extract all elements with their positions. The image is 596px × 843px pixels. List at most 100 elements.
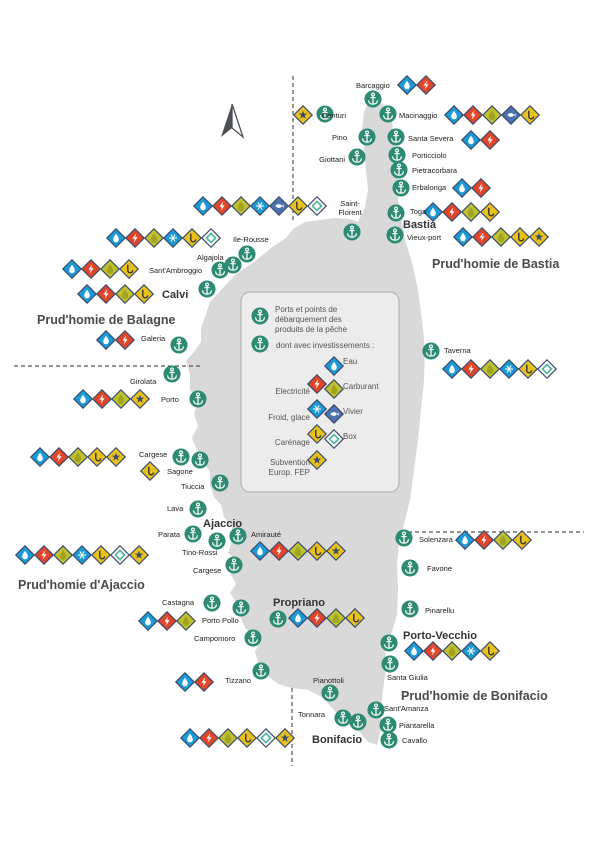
diamond-eau: [249, 540, 271, 562]
anchor-icon: [232, 599, 250, 617]
diamond-carburant: [481, 104, 503, 126]
port-label-piantarella: Piantarella: [399, 721, 435, 730]
anchor-icon: [244, 629, 262, 647]
city-label-porto-vecchio: Porto-Vecchio: [403, 630, 477, 642]
diamond-fep: [292, 104, 314, 126]
star-icon: [298, 110, 308, 119]
port-label-giottani: Giottani: [319, 155, 345, 164]
diamond-electricite: [33, 544, 55, 566]
anchor-icon: [211, 474, 229, 492]
investment-diamonds: [14, 74, 558, 749]
port-label-girolata: Girolata: [130, 377, 157, 386]
hoist-hook-icon: [353, 613, 360, 623]
diamond-electricite: [198, 727, 220, 749]
snowflake-icon: [256, 202, 264, 210]
port-label-tiuccia: Tiuccia: [181, 482, 205, 491]
fuel-drop-icon: [294, 546, 302, 556]
lightning-icon: [88, 264, 94, 274]
lightning-icon: [470, 110, 476, 120]
star-icon: [280, 733, 290, 742]
diamond-eau: [422, 201, 444, 223]
lightning-icon: [487, 135, 493, 145]
diamond-froid: [249, 195, 271, 217]
port-label-algajola: Algajola: [197, 253, 225, 262]
box-icon: [114, 549, 126, 561]
anchor-icon: [191, 451, 209, 469]
diamond-carburant: [490, 226, 512, 248]
port-label-parata: Parata: [158, 530, 181, 539]
star-icon: [111, 452, 121, 461]
water-drop-icon: [84, 289, 90, 299]
diamond-eau: [441, 358, 463, 380]
water-drop-icon: [404, 80, 410, 90]
legend-diamond-fep: [306, 449, 328, 471]
diamond-eau: [396, 74, 418, 96]
water-drop-icon: [37, 452, 43, 462]
diamond-carenage: [519, 104, 541, 126]
port-label-porticciolo: Porticciolo: [412, 151, 447, 160]
anchor-icon: [208, 532, 226, 550]
fuel-drop-icon: [497, 232, 505, 242]
diamond-fep: [105, 446, 127, 468]
hoist-hook-icon: [99, 550, 106, 560]
legend-label-carburant: Carburant: [343, 382, 379, 391]
lightning-icon: [132, 233, 138, 243]
diamond-fep: [528, 226, 550, 248]
north-arrow-icon: [221, 103, 245, 139]
water-drop-icon: [200, 201, 206, 211]
water-drop-icon: [460, 232, 466, 242]
diamond-carenage: [86, 446, 108, 468]
fish-icon: [275, 204, 284, 208]
water-drop-icon: [103, 335, 109, 345]
diamond-eau: [14, 544, 36, 566]
lightning-icon: [164, 616, 170, 626]
port-label-pianottoli: Pianottoli: [313, 676, 344, 685]
port-label-taverna: Taverna: [444, 346, 472, 355]
anchor-icon: [367, 701, 385, 719]
port-label-tizzano: Tizzano: [225, 676, 251, 685]
anchor-icon: [390, 161, 408, 179]
anchor-icon: [379, 716, 397, 734]
hoist-hook-icon: [296, 201, 303, 211]
water-drop-icon: [187, 733, 193, 743]
diamond-electricite: [124, 227, 146, 249]
star-icon: [135, 394, 145, 403]
hoist-hook-icon: [95, 452, 102, 462]
anchor-icon: [251, 307, 269, 325]
port-label-cavallo: Cavallo: [402, 736, 427, 745]
anchor-icon: [189, 390, 207, 408]
water-drop-icon: [331, 361, 337, 371]
diamond-fep: [274, 727, 296, 749]
port-label-macinaggio: Macinaggio: [399, 111, 437, 120]
lightning-icon: [219, 201, 225, 211]
legend-diamond-froid: [306, 398, 328, 420]
lightning-icon: [41, 550, 47, 560]
water-drop-icon: [80, 394, 86, 404]
legend-label-carenage: Carénage: [275, 438, 311, 447]
port-label-favone: Favone: [427, 564, 452, 573]
fish-icon: [330, 412, 339, 416]
anchor-icon: [163, 365, 181, 383]
diamond-eau: [460, 129, 482, 151]
lightning-icon: [479, 232, 485, 242]
diamond-carenage: [118, 258, 140, 280]
diamond-eau: [29, 446, 51, 468]
fuel-drop-icon: [106, 264, 114, 274]
star-icon: [534, 232, 544, 241]
anchor-icon: [203, 594, 221, 612]
diamond-froid: [162, 227, 184, 249]
city-label-ajaccio: Ajaccio: [203, 518, 242, 530]
diamond-eau: [174, 671, 196, 693]
anchor-icon: [225, 556, 243, 574]
lightning-icon: [122, 335, 128, 345]
water-drop-icon: [411, 646, 417, 656]
diamond-box: [536, 358, 558, 380]
fuel-drop-icon: [486, 364, 494, 374]
diamond-eau: [95, 329, 117, 351]
anchor-icon: [172, 448, 190, 466]
legend-label-vivier: Vivier: [343, 407, 363, 416]
diamond-carburant: [230, 195, 252, 217]
port-label-galeria: Galeria: [141, 334, 166, 343]
diamond-electricite: [211, 195, 233, 217]
